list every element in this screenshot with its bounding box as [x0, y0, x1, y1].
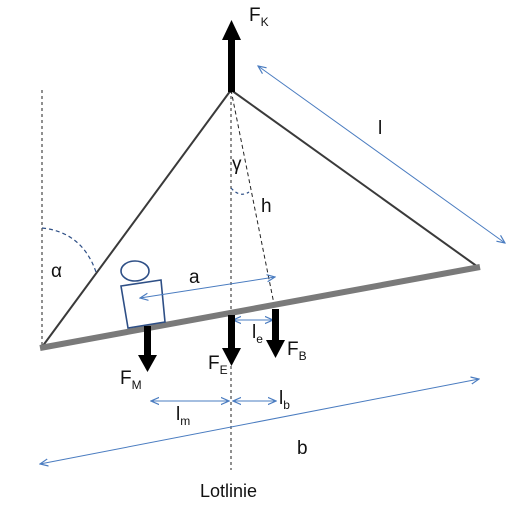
label-plumb-line: Lotlinie — [200, 481, 257, 501]
label-angle-alpha: α — [51, 261, 62, 282]
label-force-e: FE — [208, 353, 228, 377]
label-force-m: FM — [120, 368, 142, 392]
force-arrow-b — [266, 309, 285, 358]
dimension-l — [258, 66, 505, 243]
height-line-h — [230, 89, 276, 310]
angle-arc-alpha — [41, 227, 97, 273]
force-arrow-e — [222, 315, 241, 366]
label-force-k: FK — [249, 5, 269, 29]
force-arrow-k — [222, 20, 241, 92]
rope-right — [230, 89, 479, 268]
beam — [39, 264, 481, 351]
person-head — [120, 260, 150, 282]
angle-arc-gamma — [230, 187, 250, 195]
label-force-b: FB — [287, 339, 307, 363]
rope-left — [41, 89, 232, 348]
label-distance-a: a — [189, 267, 200, 288]
person-body — [120, 279, 166, 329]
label-length-l-m: lm — [176, 404, 190, 428]
dimension-a — [140, 277, 275, 298]
label-length-l-b: lb — [279, 388, 290, 412]
force-arrow-m — [138, 326, 157, 372]
label-angle-gamma: γ — [232, 154, 242, 175]
dimension-b — [40, 379, 479, 464]
label-length-l-e: le — [252, 322, 263, 346]
label-length-b: b — [297, 438, 308, 459]
label-length-l: l — [378, 118, 382, 139]
label-height-h: h — [261, 196, 272, 217]
